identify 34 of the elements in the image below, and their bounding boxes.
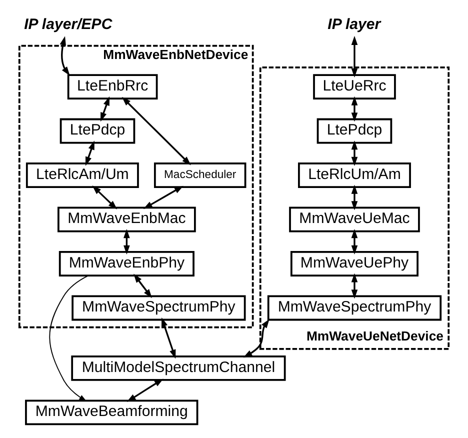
node-box: LteRlcUm/Am	[298, 162, 411, 188]
node-box: MmWaveUePhy	[290, 250, 418, 276]
arrow	[351, 35, 358, 77]
arrow	[351, 140, 358, 166]
node-box: MultiModelSpectrumChannel	[71, 355, 286, 380]
arrow	[92, 185, 118, 209]
arrow	[351, 228, 358, 254]
node-box: MmWaveSpectrumPhy	[267, 294, 442, 320]
node-box: MmWaveSpectrumPhy	[72, 294, 246, 320]
arrow	[100, 96, 110, 122]
node-box: LteRlcAm/Um	[26, 162, 139, 188]
node-box: MmWaveUeMac	[289, 206, 420, 232]
arrow	[49, 274, 89, 401]
node-box: LtePdcp	[60, 118, 136, 144]
arrow	[122, 96, 191, 165]
node-text: IP layer/EPC	[24, 16, 112, 33]
arrow	[351, 96, 358, 122]
node-box: MmWaveBeamforming	[25, 399, 198, 425]
arrow	[162, 316, 176, 358]
node-box: LteEnbRrc	[67, 74, 158, 99]
arrow	[134, 273, 152, 298]
node-text: IP layer	[328, 16, 381, 33]
node-box: MacScheduler	[154, 162, 246, 188]
arrow	[60, 36, 70, 76]
arrow	[351, 272, 358, 298]
node-box: LteUeRrc	[313, 74, 396, 99]
node-box: MmWaveEnbMac	[58, 206, 196, 232]
arrow	[351, 184, 358, 210]
node-box: MmWaveEnbPhy	[58, 250, 194, 276]
arrow	[126, 378, 164, 402]
arrow	[85, 140, 94, 166]
node-box: LtePdcp	[316, 118, 392, 144]
arrow	[143, 185, 184, 208]
arrow	[243, 318, 270, 358]
